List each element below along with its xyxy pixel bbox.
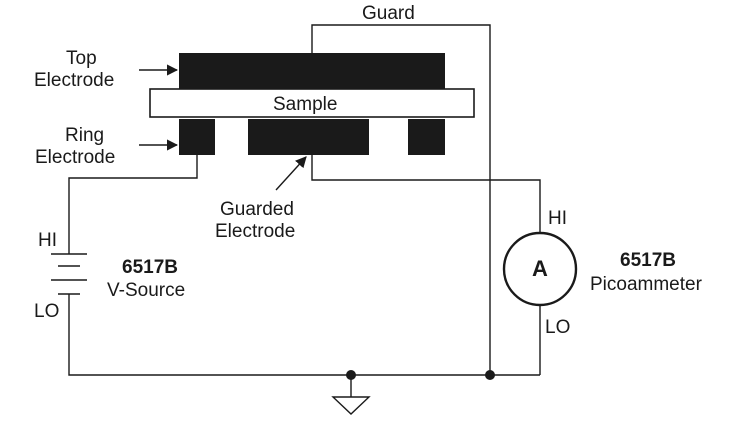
guard-junction-dot [485, 370, 495, 380]
ground-icon [331, 375, 371, 415]
meter-hi-label: HI [548, 208, 567, 229]
ring-to-source-wire [68, 155, 198, 254]
top-electrode-label-line1: Top [66, 48, 97, 69]
source-model-label: 6517B [122, 257, 178, 278]
meter-symbol-label: A [532, 256, 548, 281]
source-lo-label: LO [34, 301, 59, 322]
ring-electrode-label-line2: Electrode [35, 147, 115, 168]
sample [149, 88, 475, 118]
meter-lo-label: LO [545, 317, 570, 338]
guarded-electrode-label-line1: Guarded [220, 199, 294, 220]
sample-label: Sample [273, 94, 337, 115]
source-lo-wire [68, 294, 540, 376]
ring-electrode-label-line1: Ring [65, 125, 104, 146]
guarded-electrode-arrow [275, 156, 307, 191]
guarded-to-meter-wire [311, 155, 541, 233]
source-hi-label: HI [38, 230, 57, 251]
guarded-electrode [248, 119, 369, 155]
picoammeter-icon [502, 231, 578, 307]
guarded-electrode-label-line2: Electrode [215, 221, 295, 242]
meter-model-label: 6517B [620, 250, 676, 271]
ring-electrode-left [179, 119, 215, 155]
guard-wire [311, 24, 491, 375]
meter-name-label: Picoammeter [590, 274, 703, 295]
top-electrode-label-line2: Electrode [34, 70, 114, 91]
source-name-label: V-Source [107, 280, 185, 301]
guard-label: Guard [362, 3, 415, 24]
voltage-source-icon [51, 253, 87, 295]
top-electrode [179, 53, 445, 89]
ring-electrode-right [408, 119, 445, 155]
